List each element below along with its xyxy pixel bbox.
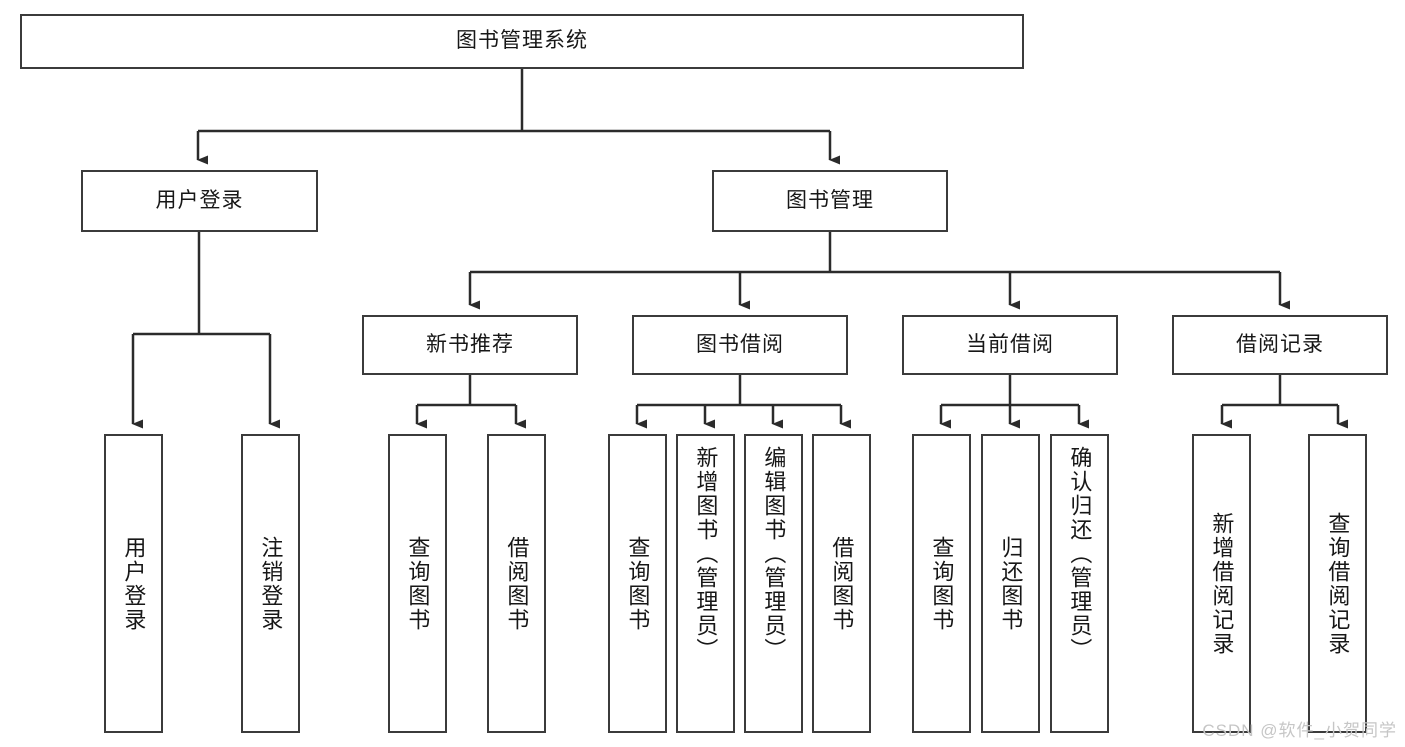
leaf-borrow-record-query-record[interactable]: 查询借阅记录	[1308, 434, 1367, 733]
leaf-label: 查询图书	[625, 535, 651, 632]
leaf-label: 借阅图书	[829, 535, 855, 632]
leaf-label: 归还图书	[998, 535, 1024, 632]
leaf-label: 查询图书	[929, 535, 955, 632]
leaf-label: 新增图书（管理员）	[693, 446, 719, 662]
leaf-borrow-record-add-record[interactable]: 新增借阅记录	[1192, 434, 1251, 733]
node-book-management[interactable]: 图书管理	[712, 170, 948, 232]
node-book-borrow[interactable]: 图书借阅	[632, 315, 848, 375]
leaf-book-borrow-edit-book[interactable]: 编辑图书（管理员）	[744, 434, 803, 733]
leaf-user-login-logout[interactable]: 注销登录	[241, 434, 300, 733]
leaf-label: 借阅图书	[504, 535, 530, 632]
node-label: 新书推荐	[426, 332, 514, 356]
leaf-new-book-query-book[interactable]: 查询图书	[388, 434, 447, 733]
leaf-book-borrow-add-book[interactable]: 新增图书（管理员）	[676, 434, 735, 733]
leaf-label: 新增借阅记录	[1209, 511, 1235, 656]
node-new-book-recommend[interactable]: 新书推荐	[362, 315, 578, 375]
node-label: 图书借阅	[696, 332, 784, 356]
leaf-current-borrow-query-book[interactable]: 查询图书	[912, 434, 971, 733]
leaf-label: 注销登录	[258, 535, 284, 632]
leaf-label: 查询图书	[405, 535, 431, 632]
node-label: 借阅记录	[1236, 332, 1324, 356]
node-label: 用户登录	[155, 188, 244, 212]
leaf-book-borrow-borrow-book[interactable]: 借阅图书	[812, 434, 871, 733]
leaf-label: 确认归还（管理员）	[1067, 446, 1093, 662]
leaf-label: 用户登录	[121, 535, 147, 632]
node-user-login[interactable]: 用户登录	[81, 170, 318, 232]
leaf-book-borrow-query-book[interactable]: 查询图书	[608, 434, 667, 733]
node-label: 图书管理	[786, 188, 874, 212]
node-current-borrow[interactable]: 当前借阅	[902, 315, 1118, 375]
leaf-current-borrow-return-book[interactable]: 归还图书	[981, 434, 1040, 733]
leaf-current-borrow-confirm-return[interactable]: 确认归还（管理员）	[1050, 434, 1109, 733]
node-label: 图书管理系统	[456, 29, 588, 53]
leaf-new-book-borrow-book[interactable]: 借阅图书	[487, 434, 546, 733]
node-borrow-record[interactable]: 借阅记录	[1172, 315, 1388, 375]
node-root-system[interactable]: 图书管理系统	[20, 14, 1024, 69]
leaf-user-login-login[interactable]: 用户登录	[104, 434, 163, 733]
leaf-label: 编辑图书（管理员）	[761, 446, 787, 662]
node-label: 当前借阅	[966, 332, 1054, 356]
leaf-label: 查询借阅记录	[1325, 511, 1351, 656]
